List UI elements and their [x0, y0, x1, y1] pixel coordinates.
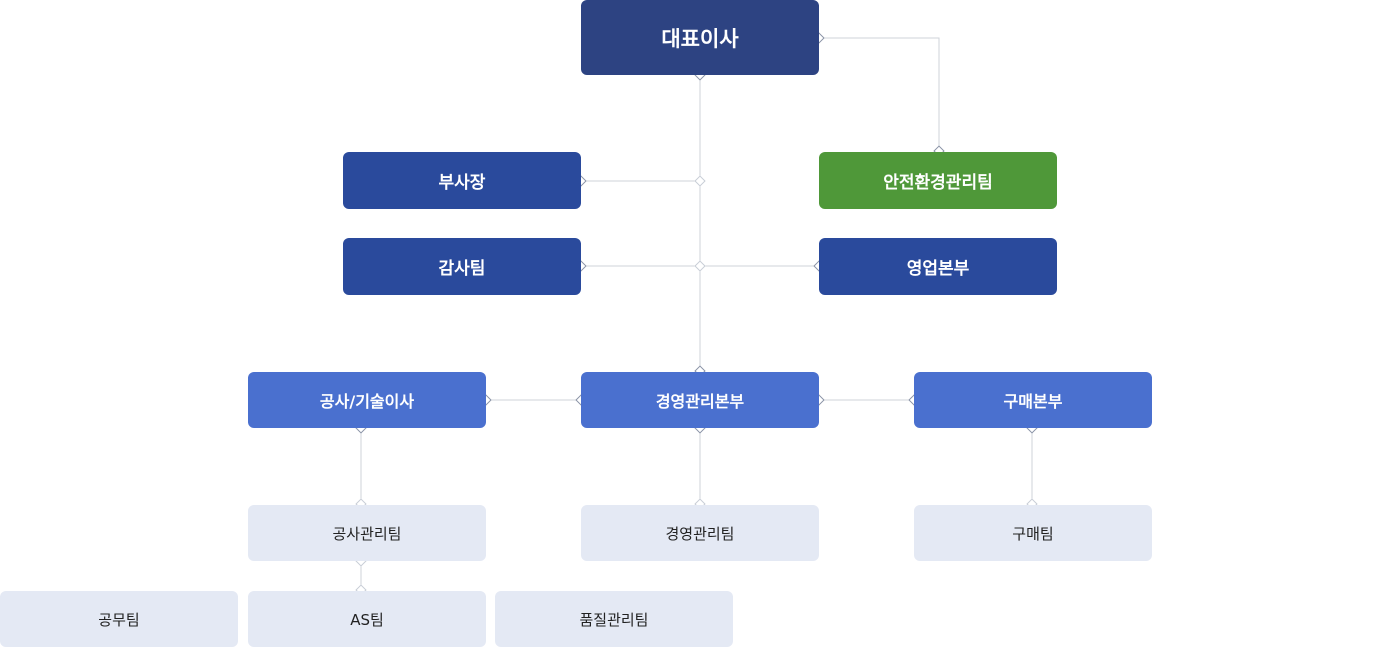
purchasing-division-box: 구매본부	[914, 372, 1152, 428]
safety-team-box: 안전환경관리팀	[819, 152, 1057, 209]
line-ceo-safety	[819, 37, 940, 152]
management-team-box: 경영관리팀	[581, 505, 819, 561]
ceo-box: 대표이사	[581, 0, 819, 75]
purchasing-team-box: 구매팀	[914, 505, 1152, 561]
construction-mgmt-team-box: 공사관리팀	[248, 505, 486, 561]
management-division-box: 경영관리본부	[581, 372, 819, 428]
as-team-box: AS팀	[248, 591, 486, 647]
public-works-team-box: 공무팀	[0, 591, 238, 647]
vice-president-box: 부사장	[343, 152, 581, 209]
quality-team-box: 품질관리팀	[495, 591, 733, 647]
audit-team-box: 감사팀	[343, 238, 581, 295]
construction-director-box: 공사/기술이사	[248, 372, 486, 428]
sales-division-box: 영업본부	[819, 238, 1057, 295]
